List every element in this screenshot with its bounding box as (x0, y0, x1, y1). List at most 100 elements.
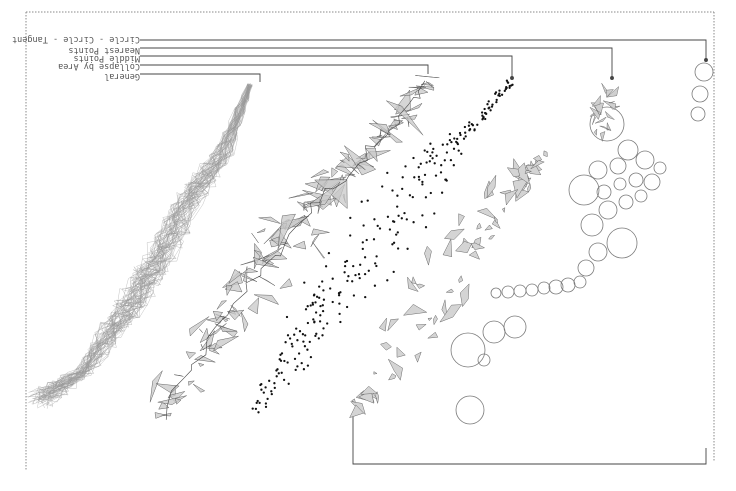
fragment-shard (427, 317, 433, 322)
point-dot (429, 142, 432, 145)
leader-line-middle-points (140, 55, 513, 78)
point-dot (352, 264, 355, 268)
point-dot (441, 143, 444, 146)
mesh-strand (42, 83, 250, 400)
point-dot (254, 407, 258, 411)
point-dot (309, 304, 312, 307)
fragment-shard (349, 404, 365, 419)
tangent-shard (599, 125, 612, 131)
fragment-shard (513, 162, 531, 185)
mesh-strand (49, 85, 252, 398)
fragment-shard (415, 283, 426, 289)
collapse-polygon (154, 412, 166, 419)
fragment-shard (488, 234, 496, 240)
point-dot (295, 327, 298, 330)
fragment-shard (486, 174, 497, 199)
mesh-strand (37, 84, 252, 409)
point-dot (374, 262, 377, 265)
collapse-polygon (344, 145, 377, 176)
point-dot (480, 111, 484, 114)
fragment-shard (415, 324, 427, 331)
mesh-strand (31, 84, 249, 405)
collapse-polygon (158, 401, 170, 410)
point-dot (312, 294, 316, 297)
point-dot (401, 176, 404, 179)
fragment-shard (387, 373, 397, 381)
point-dot (329, 287, 332, 290)
point-dot (417, 166, 420, 169)
point-dot (494, 91, 498, 94)
point-dot (264, 402, 268, 405)
collapse-polygon (339, 151, 350, 162)
collapse-polygon (252, 256, 280, 268)
mesh-strand (46, 86, 251, 393)
point-dot (468, 128, 472, 131)
mesh-strand (39, 83, 250, 405)
point-dot (397, 214, 400, 217)
point-dot (362, 224, 365, 227)
legend-label-collapse-by-area: Collapse by Area (58, 61, 140, 71)
mesh-strand (36, 84, 248, 398)
mesh-strand (50, 85, 250, 406)
point-dot (321, 280, 324, 283)
point-dot (367, 269, 370, 272)
legend-label-nearest-points: Nearest Points (68, 45, 140, 55)
point-dot (433, 212, 436, 215)
point-dot (270, 392, 273, 396)
mesh-strand (29, 83, 251, 402)
point-dot (452, 147, 456, 150)
collapse-polygon (399, 85, 425, 97)
tangent-circle (609, 157, 627, 175)
point-dot (456, 137, 459, 141)
fragment-shard (506, 167, 521, 178)
point-dot (257, 411, 260, 414)
point-dot (401, 187, 404, 191)
mesh-strand (38, 86, 249, 403)
fragment-shard (524, 170, 533, 175)
point-dot (279, 353, 282, 356)
point-dot (386, 171, 389, 175)
point-dot (489, 109, 492, 112)
point-dot (351, 280, 354, 283)
point-dot (251, 407, 254, 410)
point-dot (339, 320, 342, 324)
mesh-strand (29, 85, 251, 396)
point-dot (306, 364, 310, 367)
point-dot (273, 386, 276, 390)
collapse-polygon (405, 103, 423, 113)
tangent-circle (617, 139, 639, 161)
tangent-circle (482, 320, 506, 344)
point-dot (291, 345, 294, 348)
mesh-strand (37, 86, 250, 400)
point-dot (413, 176, 416, 179)
fragment-shard (443, 228, 465, 240)
fragment-shard (532, 155, 543, 162)
point-dot (270, 390, 273, 393)
point-dot (449, 158, 453, 162)
collapse-polygon (253, 249, 269, 266)
collapse-polygon (288, 193, 313, 199)
collapse-polygon (331, 167, 339, 178)
collapse-polygon (364, 147, 378, 163)
point-dot (486, 103, 489, 106)
collapse-polygon (242, 267, 258, 274)
point-dot (395, 233, 398, 236)
point-dot (473, 128, 476, 131)
point-dot (484, 117, 487, 121)
point-dot (315, 295, 319, 298)
fragment-shard (512, 177, 530, 199)
tangent-circle (525, 283, 539, 297)
tangent-circle (643, 173, 661, 191)
point-dot (431, 157, 434, 160)
fragment-shard (442, 238, 453, 258)
collapse-polygon (310, 169, 330, 178)
point-dot (312, 318, 315, 321)
point-dot (304, 334, 307, 337)
tangent-circle (606, 227, 638, 259)
panel-circle-tangent (450, 62, 714, 425)
point-dot (468, 121, 471, 124)
point-dot (255, 401, 258, 405)
mesh-strand (37, 84, 249, 408)
point-dot (419, 162, 422, 165)
fragment-shard (458, 275, 463, 283)
